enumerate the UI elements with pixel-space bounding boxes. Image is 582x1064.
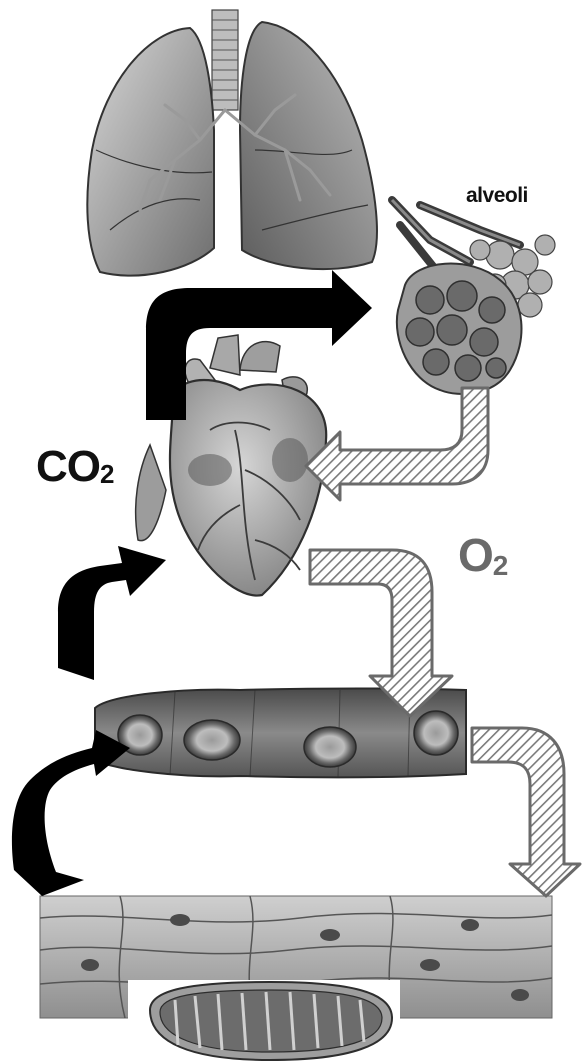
mitochondrion-illustration bbox=[128, 980, 400, 1064]
o2-arrows bbox=[306, 388, 580, 896]
co2-label-main: CO bbox=[36, 442, 100, 491]
o2-label-subscript: 2 bbox=[493, 550, 508, 581]
o2-label: O2 bbox=[458, 528, 507, 582]
lungs-illustration bbox=[87, 10, 377, 276]
co2-label-subscript: 2 bbox=[100, 459, 113, 489]
alveoli-cluster-illustration bbox=[392, 200, 555, 394]
o2-arrow-lungs-to-heart bbox=[306, 388, 488, 500]
co2-arrow-vessel-to-heart bbox=[58, 546, 166, 680]
co2-label: CO2 bbox=[36, 442, 113, 492]
alveoli-label: alveoli bbox=[466, 184, 528, 208]
o2-label-main: O bbox=[458, 529, 493, 581]
co2-arrow-muscle-to-vessel bbox=[12, 730, 130, 896]
o2-arrow-vessel-to-muscle bbox=[472, 728, 580, 896]
